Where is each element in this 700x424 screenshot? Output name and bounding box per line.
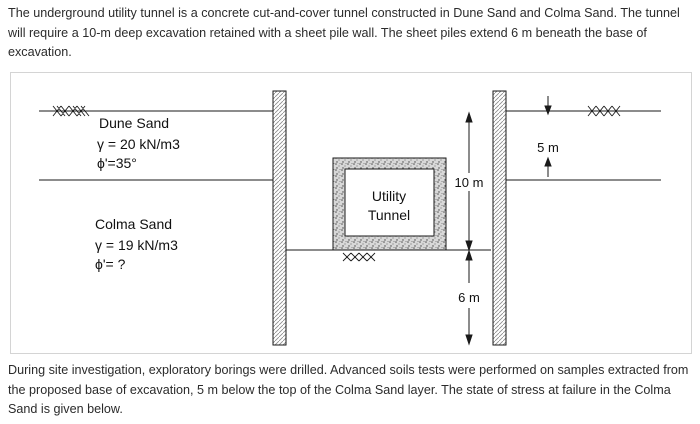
dimension-6m-label: 6 m [458, 290, 480, 305]
colma-sand-friction-angle: ϕ'= ? [95, 256, 126, 272]
colma-sand-unit-weight: γ = 19 kN/m3 [95, 237, 178, 253]
excavation-base-symbol [342, 252, 376, 262]
followup-paragraph: During site investigation, exploratory b… [8, 363, 689, 416]
dimension-10m-label: 10 m [455, 175, 484, 190]
tunnel-label-line1: Utility [372, 188, 406, 204]
dune-sand-friction-angle: ϕ'=35° [97, 155, 137, 171]
ground-symbol-right [586, 105, 626, 117]
sheet-pile-left [272, 90, 287, 346]
dune-sand-unit-weight: γ = 20 kN/m3 [97, 136, 180, 152]
dune-sand-name: Dune Sand [99, 115, 169, 131]
colma-sand-name: Colma Sand [95, 216, 172, 232]
ground-symbol-left [51, 105, 91, 117]
diagram-svg: Dune Sand γ = 20 kN/m3 ϕ'=35° Colma Sand… [39, 90, 661, 346]
dimension-5m [544, 96, 552, 177]
tunnel-label-line2: Tunnel [368, 207, 410, 223]
dimension-5m-label: 5 m [537, 140, 559, 155]
utility-tunnel-inner [344, 168, 435, 237]
tunnel-diagram: Dune Sand γ = 20 kN/m3 ϕ'=35° Colma Sand… [10, 72, 692, 354]
dimension-6m [465, 249, 473, 346]
sheet-pile-right [492, 90, 507, 346]
dimension-10m [465, 111, 473, 252]
intro-paragraph: The underground utility tunnel is a conc… [8, 6, 680, 59]
